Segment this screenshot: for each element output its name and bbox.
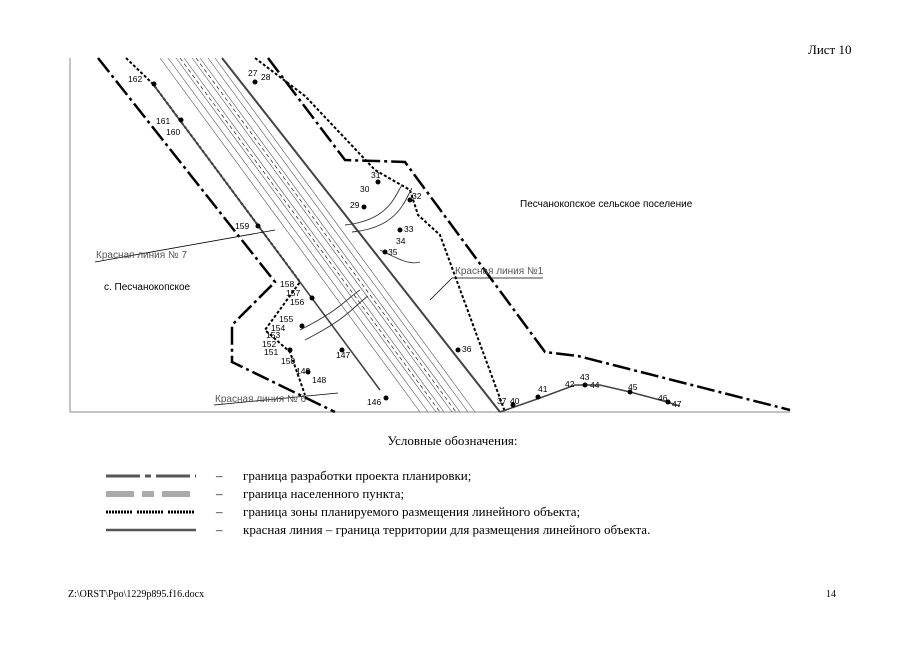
legend-separator: – [216,522,223,537]
point-label: 28 [261,72,271,82]
point-45-marker [627,389,633,395]
point-label: 158 [280,279,294,289]
point-155-marker [299,323,305,329]
point-161-marker [178,117,184,123]
road-markings [179,57,457,413]
point-151-marker [287,347,293,353]
point-label: 27 [248,68,258,78]
point-label: 31 [371,170,381,180]
point-146-marker [383,395,389,401]
point-label: 159 [235,221,249,231]
point-label: 148 [312,375,326,385]
red-line-6-label: Красная линия № 6 [215,394,306,405]
point-label: 162 [128,74,142,84]
point-label: 156 [290,297,304,307]
point-label: 160 [166,127,180,137]
leader-line-6 [213,392,339,406]
point-43-marker [582,382,588,388]
zone-boundary-left [125,57,306,396]
legend-symbol-solid [106,528,196,532]
zone-boundary-right [254,57,506,413]
point-label: 36 [462,344,472,354]
turning-points [151,79,671,408]
road-carriageway [159,57,476,413]
point-label: 161 [156,116,170,126]
point-41-marker [535,394,541,400]
point-label: 33 [404,224,414,234]
point-label: 40 [510,396,520,406]
point-31-marker [375,179,381,185]
legend-symbol-dotted-dash [106,510,196,514]
leader-line-7 [94,229,276,263]
legend-item-red-line: – красная линия – граница территории для… [106,521,806,539]
legend-separator: – [216,504,223,519]
point-labels: 162 161 160 159 158 157 156 155 154 153 … [128,68,682,409]
point-40-marker [510,402,516,408]
point-159-marker [255,223,261,229]
point-156-marker [309,295,315,301]
leader-line-1 [429,277,453,301]
legend-symbol-dash-dot [106,474,196,478]
point-label: 155 [279,314,293,324]
page-number: 14 [826,589,836,600]
point-36-marker [455,347,461,353]
point-32-marker [407,197,413,203]
point-27-marker [252,79,258,85]
point-29-marker [361,204,367,210]
area-label-settlement: Песчанокопское сельское поселение [520,199,693,210]
project-boundary-left [97,57,336,414]
point-label: 35 [388,247,398,257]
point-label: 42 [565,379,575,389]
project-boundary-right [267,57,791,412]
sheet-label: Лист 10 [808,42,852,57]
point-label: 147 [336,350,350,360]
red-line-1-stroke [221,57,501,413]
point-35-marker [382,249,388,255]
red-line-7-stroke [152,83,381,391]
point-label: 45 [628,382,638,392]
legend-item-zone-boundary: – граница зоны планируемого размещения л… [106,503,806,521]
point-148-marker [305,369,311,375]
legend-separator: – [216,468,223,483]
point-label: 151 [264,347,278,357]
legend-item-text: красная линия – граница территории для р… [243,522,651,537]
point-label: 146 [367,397,381,407]
point-label: 41 [538,384,548,394]
red-line-1-label: Красная линия №1 [455,266,544,277]
point-label: 154 [271,323,285,333]
point-147-marker [339,347,345,353]
point-label: 34 [396,236,406,246]
document-path: Z:\ORST\Ppo\1229p895.f16.docx [68,589,205,600]
legend-item-settlement-boundary: – граница населенного пункта; [106,485,806,503]
legend-symbol-thick-dash [106,491,196,497]
legend-item-text: граница разработки проекта планировки; [243,468,472,483]
point-label: 149 [296,366,310,376]
point-label: 44 [590,380,600,390]
point-label: 30 [360,184,370,194]
point-label: 46 [658,393,668,403]
legend-item-project-boundary: – граница разработки проекта планировки; [106,467,806,485]
point-label: 29 [350,200,360,210]
legend-separator: – [216,486,223,501]
point-33-marker [397,227,403,233]
point-46-marker [665,399,671,405]
area-label-village: с. Песчанокопское [104,282,191,293]
point-label: 157 [286,288,300,298]
point-label: 37 [497,396,507,406]
legend-item-text: граница зоны планируемого размещения лин… [243,504,581,519]
point-label: 153 [266,330,280,340]
legend-title: Условные обозначения: [387,433,518,448]
point-label: 150 [281,356,295,366]
legend-item-text: граница населенного пункта; [243,486,405,501]
point-label: 32 [412,191,422,201]
point-label: 43 [580,372,590,382]
point-label: 152 [262,339,276,349]
point-label: 47 [672,399,682,409]
red-line-7-label: Красная линия № 7 [96,250,187,261]
point-162-marker [151,81,157,87]
